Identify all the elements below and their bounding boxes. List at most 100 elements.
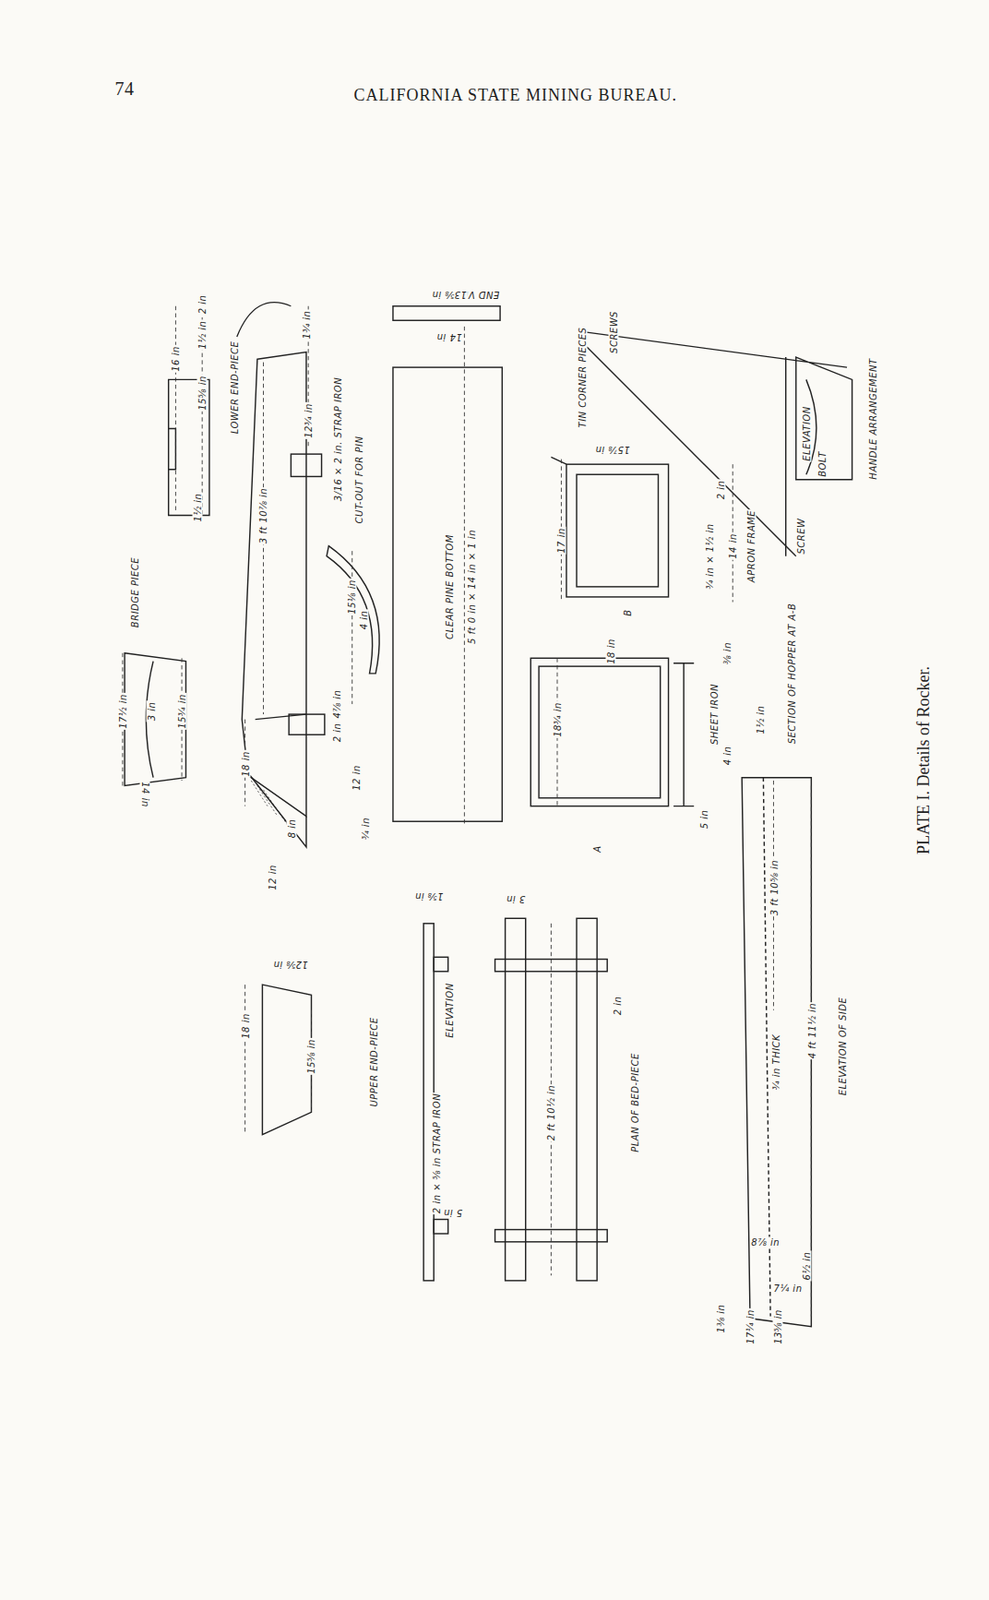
side-elevation	[741, 777, 811, 1327]
side-piece	[241, 352, 307, 817]
dimension-label: PLAN OF BED-PIECE	[630, 1051, 641, 1154]
dimension-label: 2 in × ⅝ in STRAP IRON	[431, 1092, 442, 1215]
bed-rail	[576, 917, 597, 1281]
dimension-label: 2 in	[612, 994, 623, 1016]
pine-bottom	[393, 367, 502, 822]
dimension-label: 1½ in	[197, 319, 208, 350]
dimension-label: 16 in	[170, 345, 181, 374]
upper-end-piece	[262, 984, 311, 1135]
dimension-label: 15¾ in	[176, 692, 187, 730]
dimension-label: 15⅝ in	[306, 1037, 317, 1075]
hopper	[530, 657, 668, 806]
dimension-label: 12 in	[351, 763, 362, 792]
dimension-label: 2 in	[197, 293, 208, 315]
dimension-label: LOWER END-PIECE	[229, 340, 240, 436]
dimension-label: SCREW	[796, 516, 807, 555]
dimension-label: 18¾ in	[552, 701, 563, 739]
dimension-label: ¾ in THICK	[770, 1032, 781, 1090]
dimension-label: 1¾ in	[300, 309, 311, 340]
dimension-label: 14 in	[727, 532, 739, 561]
dimension-label: ¾ in	[360, 816, 371, 841]
strap-block	[288, 714, 325, 735]
dimension-label: 1⅜ in	[715, 1303, 727, 1335]
callout-arrow	[237, 302, 292, 337]
dimension-label: 14 in	[140, 780, 151, 809]
apron-frame-inner	[576, 474, 658, 587]
dimension-label: 1½ in	[191, 491, 203, 523]
dimension-label: 4 in	[721, 744, 732, 766]
dimension-label: ELEVATION	[443, 982, 454, 1039]
dimension-label: A	[592, 845, 603, 854]
dimension-label: 3 ft 10⅞ in	[258, 486, 269, 544]
dimension-label: TIN CORNER PIECES	[576, 326, 587, 429]
callout-arrows	[237, 302, 292, 337]
dimension-label: 3/16 × 2 in. STRAP IRON	[333, 375, 344, 501]
dimension-label: 15⅛ in	[345, 578, 357, 616]
dimension-label: 17¼ in	[745, 1308, 756, 1346]
page-number: 74	[113, 78, 135, 99]
dimension-label: 6½ in	[800, 1250, 811, 1281]
dimension-label: ¾ in × 1½ in	[703, 522, 715, 590]
dimension-label: CLEAR PINE BOTTOM	[443, 533, 454, 641]
dimension-label: 4 in	[357, 608, 369, 631]
dimension-label: SCREWS	[607, 309, 619, 355]
plate-caption: PLATE I. Details of Rocker.	[914, 666, 934, 855]
dimension-label: 15⅝ in	[197, 374, 208, 412]
dimension-label: 17½ in	[117, 692, 128, 730]
dimension-label: 8⅞ in	[750, 1237, 781, 1248]
dimension-lines	[122, 296, 811, 1317]
dimension-label: 3 in	[145, 701, 156, 723]
dimension-label: ⅜ in	[721, 641, 732, 666]
side-piece-end	[250, 714, 307, 847]
strap-block	[433, 1219, 448, 1234]
dimension-label: ELEVATION	[800, 405, 811, 462]
dimension-label: 5 ft 0 in × 14 in × 1 in	[466, 528, 477, 645]
rocker-parts	[124, 306, 852, 1327]
strap-iron	[326, 546, 380, 674]
dimension-label: 3 in	[504, 893, 526, 904]
dimension-label: ELEVATION OF SIDE	[836, 996, 847, 1097]
dimension-label: 18 in	[239, 1012, 251, 1040]
dimension-label: 5 in	[442, 1207, 465, 1218]
dimension-label: BOLT	[816, 450, 827, 478]
dimension-label: 2 ft 10½ in	[546, 1084, 557, 1142]
dimension-label: SECTION OF HOPPER AT A-B	[786, 602, 798, 746]
dimension-label: 4 ft 11½ in	[806, 1001, 817, 1060]
dimension-label: BRIDGE PIECE	[130, 555, 141, 628]
strap-block	[290, 453, 322, 477]
dimension-label: APRON FRAME	[746, 509, 757, 584]
dimension-label: 7¼ in	[773, 1283, 804, 1294]
dimension-label: 17 in	[556, 527, 567, 556]
dimension-label: HANDLE ARRANGEMENT	[867, 357, 878, 480]
dimension-label: CUT-OUT FOR PIN	[354, 435, 365, 525]
dimension-label: 4⅞ in	[332, 689, 343, 720]
dimension-label: 5 in	[699, 809, 710, 831]
dimension-label: 12⅝ in	[272, 959, 310, 970]
apron-frame	[566, 464, 669, 597]
dimension-label: 2 in	[332, 722, 343, 744]
dimension-label: 14 in	[435, 332, 464, 343]
dimension-label: 2 in	[715, 479, 727, 501]
strap-block	[433, 956, 448, 971]
dimension-label: 12¾ in	[303, 402, 314, 440]
dimension-label: 15⅞ in	[594, 443, 632, 454]
dimension-label: B	[622, 607, 633, 617]
dimension-label: SHEET IRON	[709, 682, 720, 746]
hopper-inner	[538, 666, 661, 799]
dimension-label: 3 ft 10⅝ in	[768, 858, 779, 917]
hopper-section	[673, 663, 694, 807]
bridge-piece	[124, 653, 186, 787]
dimension-label: 1⅝ in	[413, 891, 444, 902]
dimension-label: 18 in	[239, 750, 251, 778]
running-header: CALIFORNIA STATE MINING BUREAU.	[353, 84, 678, 105]
hatching	[250, 780, 290, 829]
dimension-label: 18 in	[605, 637, 616, 666]
dimension-label: 12 in	[267, 864, 278, 893]
dimension-label: UPPER END-PIECE	[368, 1015, 379, 1108]
dimension-label: 8 in	[286, 818, 298, 840]
tin-corner	[550, 456, 567, 465]
dimension-label: 1½ in	[755, 704, 766, 736]
handle-post	[785, 357, 787, 557]
dimension-label: 13⅝ in	[430, 288, 468, 299]
